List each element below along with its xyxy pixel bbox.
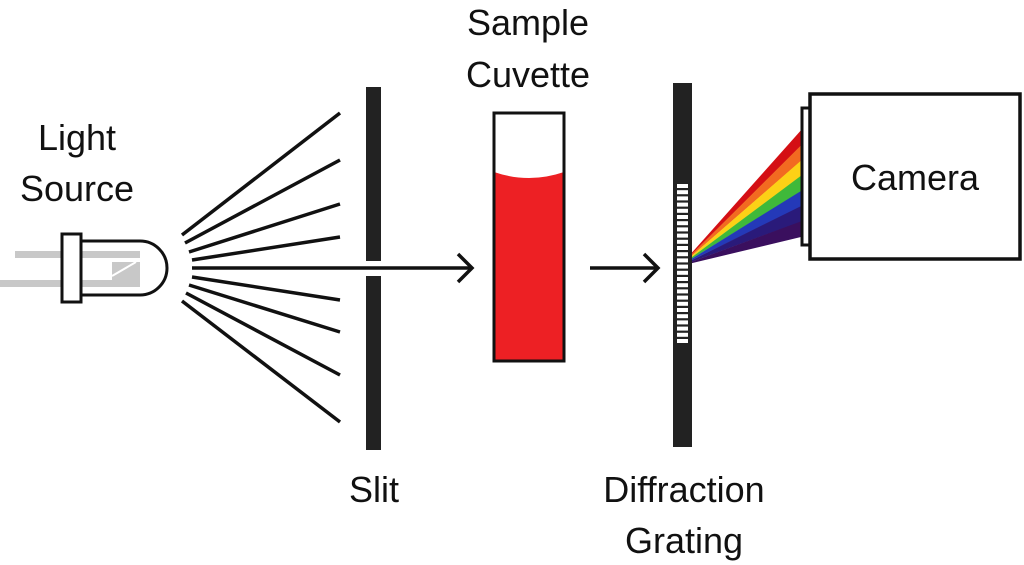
grating-slot [677, 283, 688, 288]
grating-slot [677, 196, 688, 201]
grating-slot [677, 252, 688, 257]
sample-cuvette [492, 111, 566, 363]
grating-label-line2: Grating [625, 520, 743, 561]
light-ray [191, 275, 341, 302]
led-anvil [112, 262, 140, 287]
light-ray [188, 283, 341, 334]
grating-slot [677, 270, 688, 275]
grating-slot [677, 239, 688, 244]
led-dome [81, 239, 169, 297]
slit-label: Slit [349, 469, 399, 510]
grating-slot [677, 289, 688, 294]
sample-liquid [494, 172, 564, 361]
grating-slot [677, 277, 688, 281]
grating-slot [677, 264, 688, 269]
dispersed-spectrum [680, 128, 803, 266]
grating-slot [677, 221, 688, 226]
grating-slot [677, 308, 688, 312]
light-ray [180, 299, 342, 424]
spectrum-band [680, 158, 803, 266]
spectrum-band [680, 143, 803, 266]
spectrum-band [680, 174, 803, 266]
sample-label-line2: Cuvette [466, 54, 590, 95]
grating-slot [677, 339, 688, 343]
led-wire [111, 261, 137, 277]
light-ray [185, 291, 341, 377]
grating-slot [677, 227, 688, 232]
led-flange [60, 232, 83, 304]
diffraction-grating [673, 83, 692, 447]
grating-slot [677, 295, 688, 300]
led-light-source [0, 232, 169, 304]
grating-slot [677, 233, 688, 238]
camera [800, 92, 1022, 261]
light-ray [191, 235, 341, 262]
grating-slot [677, 301, 688, 306]
grating-slot [677, 258, 688, 263]
spectrum-band [680, 205, 803, 266]
light-source-label-line1: Light [38, 117, 116, 158]
grating-slot [677, 314, 688, 319]
spectrum-band [680, 189, 803, 266]
grating-slot [677, 320, 688, 325]
grating-label-line1: Diffraction [603, 469, 764, 510]
sample-label-line1: Sample [467, 2, 589, 43]
grating-slot [677, 326, 688, 331]
light-rays [180, 111, 342, 424]
camera-label: Camera [851, 157, 980, 198]
grating-slot [677, 332, 688, 337]
slit [366, 87, 381, 450]
grating-slot [677, 190, 688, 195]
beam-arrow-1 [192, 252, 475, 284]
light-ray [184, 158, 341, 245]
light-ray [188, 202, 341, 254]
grating-slot [677, 202, 688, 207]
light-ray [180, 111, 342, 237]
grating-slot [677, 215, 688, 219]
camera-body [808, 92, 1022, 261]
beam-arrow-2 [590, 252, 661, 284]
spectrum-band [680, 128, 803, 266]
grating-slot [677, 184, 688, 188]
grating-slot [677, 246, 688, 250]
grating-slot [677, 208, 688, 213]
light-source-label-line2: Source [20, 168, 134, 209]
spectrum-band [680, 220, 803, 266]
